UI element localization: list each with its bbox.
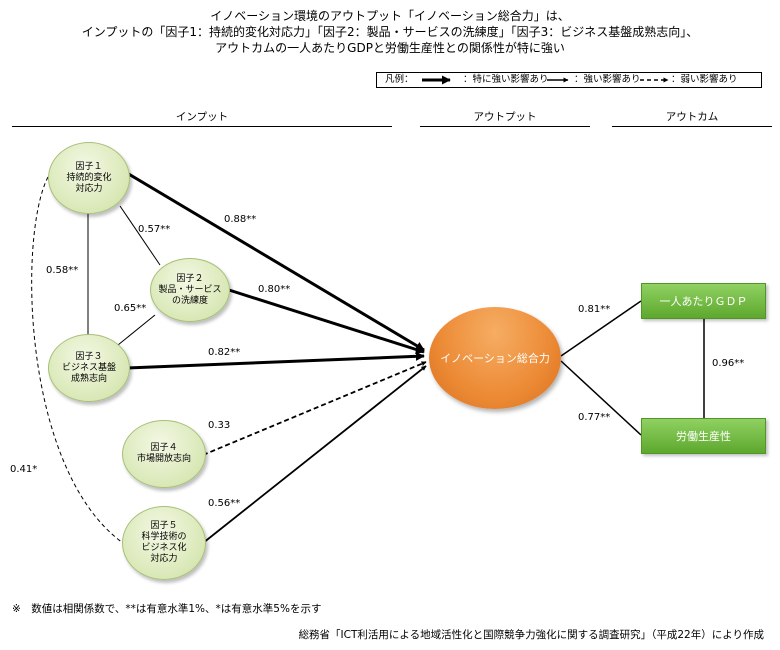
edge-f4-center — [202, 361, 427, 456]
edge-f3-center — [126, 351, 425, 370]
footnote: ※ 数値は相関係数で、**は有意水準1%、*は有意水準5%を示す — [12, 603, 322, 615]
node-gdp-per-capita: 一人あたりＧＤＰ — [641, 283, 766, 319]
edge-label-f1-f3: 0.58** — [46, 265, 79, 276]
node-factor-1-label: 因子１ 持続的変化 対応力 — [66, 161, 112, 194]
edge-label-gdp-prod: 0.96** — [712, 358, 745, 369]
edge-center-gdp — [560, 300, 642, 357]
section-outcome-rule — [612, 126, 772, 127]
title-line-3: アウトカムの一人あたりGDPと労働生産性との関係性が特に強い — [215, 41, 565, 55]
legend: 凡例： ：特に強い影響あり ：強い影響あり ：弱い影響あり — [376, 72, 762, 88]
source-note: 総務省「ICT利活用による地域活性化と国際競争力強化に関する調査研究」（平成22… — [298, 629, 764, 641]
node-factor-3-label: 因子３ ビジネス基盤 成熟志向 — [61, 351, 116, 384]
legend-strong-label: ：特に強い影響あり — [463, 74, 549, 85]
node-factor-3: 因子３ ビジネス基盤 成熟志向 — [48, 334, 130, 402]
edge-label-center-gdp: 0.81** — [578, 304, 611, 315]
section-input: インプット — [175, 111, 229, 123]
edge-f2-center — [228, 288, 425, 354]
edge-center-prod — [560, 360, 642, 436]
edge-f2-f3 — [117, 314, 156, 346]
node-labor-productivity-label: 労働生産性 — [676, 430, 731, 443]
node-factor-4: 因子４ 市場開放志向 — [122, 420, 206, 488]
edge-label-f4-center: 0.33 — [208, 420, 231, 431]
section-output: アウトプット — [473, 111, 537, 123]
node-factor-2-label: 因子２ 製品・サービス の洗練度 — [158, 273, 222, 306]
node-innovation-total-label: イノベーション総合力 — [440, 352, 550, 365]
node-factor-4-label: 因子４ 市場開放志向 — [136, 443, 191, 464]
edge-label-f1-f2: 0.57** — [138, 224, 171, 235]
legend-prefix: 凡例： — [385, 74, 414, 85]
node-labor-productivity: 労働生産性 — [641, 418, 766, 454]
legend-weak-label: ：弱い影響あり — [671, 74, 738, 85]
section-input-rule — [12, 126, 392, 127]
edge-label-center-prod: 0.77** — [578, 412, 611, 423]
legend-medium-label: ：強い影響あり — [574, 74, 641, 85]
edge-label-f2-center: 0.80** — [258, 284, 291, 295]
section-outcome: アウトカム — [665, 111, 719, 123]
edge-label-f1-f5: 0.41* — [10, 464, 38, 475]
title-line-1: イノベーション環境のアウトプット「イノベーション総合力」は、 — [210, 9, 570, 23]
title-line-2: インプットの「因子1：持続的変化対応力」「因子2：製品・サービスの洗練度」「因子… — [81, 25, 699, 39]
node-factor-5-label: 因子５ 科学技術の ビジネス化 対応力 — [141, 521, 187, 564]
edge-label-f3-center: 0.82** — [208, 347, 241, 358]
edge-f1-f2 — [119, 205, 161, 266]
node-factor-2: 因子２ 製品・サービス の洗練度 — [150, 258, 230, 322]
edge-f1-center — [126, 171, 425, 352]
node-factor-1: 因子１ 持続的変化 対応力 — [48, 142, 130, 214]
node-gdp-per-capita-label: 一人あたりＧＤＰ — [659, 295, 748, 308]
edge-label-f5-center: 0.56** — [208, 498, 241, 509]
edge-f5-center — [202, 365, 427, 544]
edge-label-f1-center: 0.88** — [224, 214, 257, 225]
section-output-rule — [420, 126, 590, 127]
node-factor-5: 因子５ 科学技術の ビジネス化 対応力 — [122, 506, 206, 580]
node-innovation-total: イノベーション総合力 — [429, 307, 561, 409]
edge-label-f2-f3: 0.65** — [114, 303, 147, 314]
